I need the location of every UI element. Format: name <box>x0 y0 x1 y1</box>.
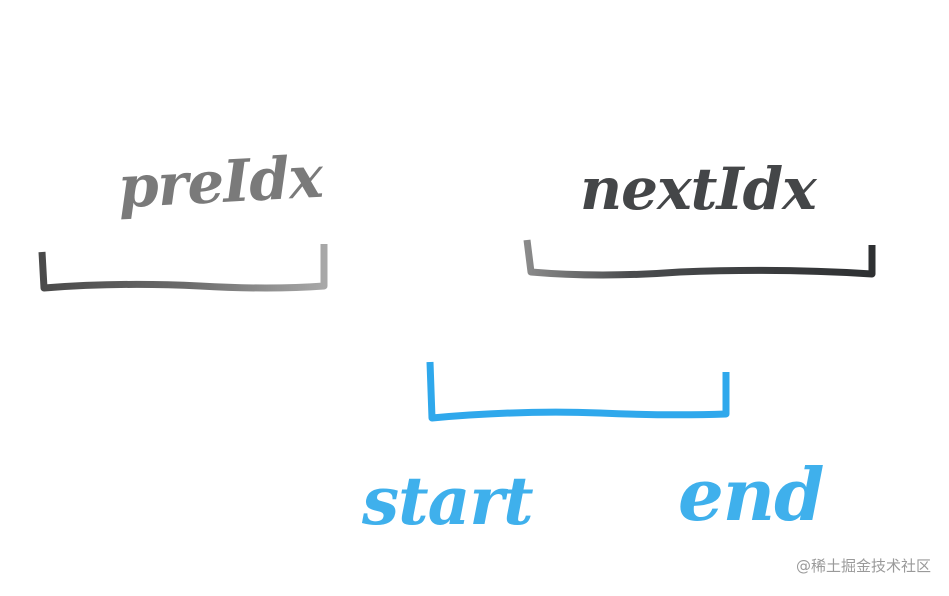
nextidx-label: nextIdx <box>580 155 817 223</box>
preidx-bracket <box>38 244 328 292</box>
end-label: end <box>678 452 824 537</box>
start-label: start <box>362 462 534 540</box>
preidx-label: preIdx <box>116 142 324 222</box>
nextidx-bracket <box>523 239 876 279</box>
start-end-bracket <box>426 361 730 422</box>
watermark: @稀土掘金技术社区 <box>795 557 931 575</box>
